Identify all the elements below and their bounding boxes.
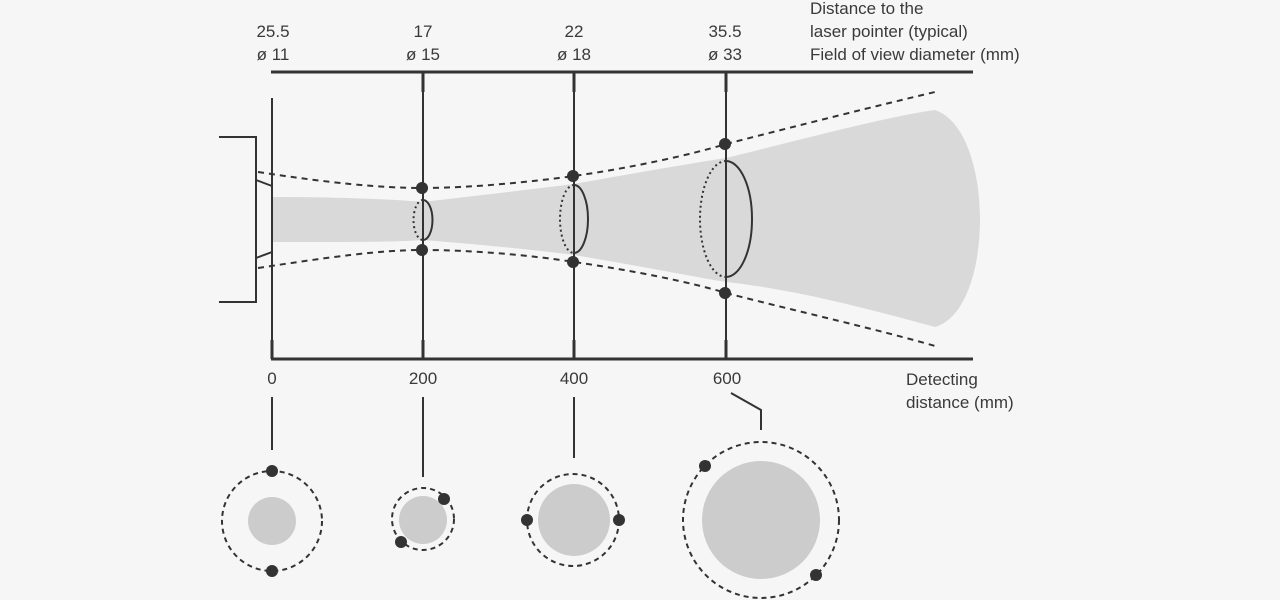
- x-axis-label-line-1: Detecting: [906, 370, 978, 389]
- station-400-top-label: 22 ø 18: [557, 20, 591, 66]
- fov-diameter-600: ø 33: [707, 45, 743, 64]
- cross-section-600: [699, 160, 753, 278]
- legend-line-1: Distance to the: [810, 0, 924, 18]
- legend-line-2: laser pointer (typical): [810, 22, 968, 41]
- distance-tick-400: 400: [559, 369, 589, 388]
- top-legend: Distance to the laser pointer (typical) …: [810, 0, 1020, 66]
- station-600-top-label: 35.5 ø 33: [708, 20, 742, 66]
- spot-view-200: [391, 487, 455, 551]
- fov-diameter-400: ø 18: [556, 45, 592, 64]
- x-axis-label: Detecting distance (mm): [906, 368, 1014, 414]
- laser-dot-400-bottom: [567, 256, 579, 268]
- laser-distance-200: 17: [413, 22, 433, 41]
- leader-600: [730, 392, 762, 430]
- distance-tick-200: 200: [408, 369, 438, 388]
- laser-dot-600-bottom: [719, 287, 731, 299]
- laser-dot-200-bottom: [416, 244, 428, 256]
- cross-section-400: [559, 184, 589, 254]
- sensor-bracket: [219, 136, 257, 303]
- spot-view-600: [682, 441, 840, 599]
- spot-view-400: [521, 473, 625, 567]
- field-spot-600: [702, 461, 820, 579]
- legend-line-3: Field of view diameter (mm): [810, 45, 1020, 64]
- fov-diameter-200: ø 15: [405, 45, 441, 64]
- sensor-lens-top: [255, 179, 273, 187]
- laser-distance-400: 22: [564, 22, 584, 41]
- laser-distance-0: 25.5: [256, 22, 290, 41]
- field-spot-0: [248, 497, 296, 545]
- beam-area: [272, 110, 980, 327]
- spot-view-0: [221, 465, 323, 577]
- field-spot-400: [538, 484, 610, 556]
- laser-dot-400-top: [567, 170, 579, 182]
- x-axis-label-line-2: distance (mm): [906, 393, 1014, 412]
- laser-dot-200-top: [416, 182, 428, 194]
- distance-tick-0: 0: [267, 369, 277, 388]
- laser-dot-600-top: [719, 138, 731, 150]
- field-spot-200: [399, 496, 447, 544]
- station-200-top-label: 17 ø 15: [406, 20, 440, 66]
- cross-section-200: [412, 199, 434, 241]
- sensor-lens-bottom: [255, 251, 273, 259]
- laser-distance-600: 35.5: [708, 22, 742, 41]
- distance-tick-600: 600: [712, 369, 742, 388]
- fov-diameter-0: ø 11: [256, 45, 290, 64]
- station-0-top-label: 25.5 ø 11: [256, 20, 289, 66]
